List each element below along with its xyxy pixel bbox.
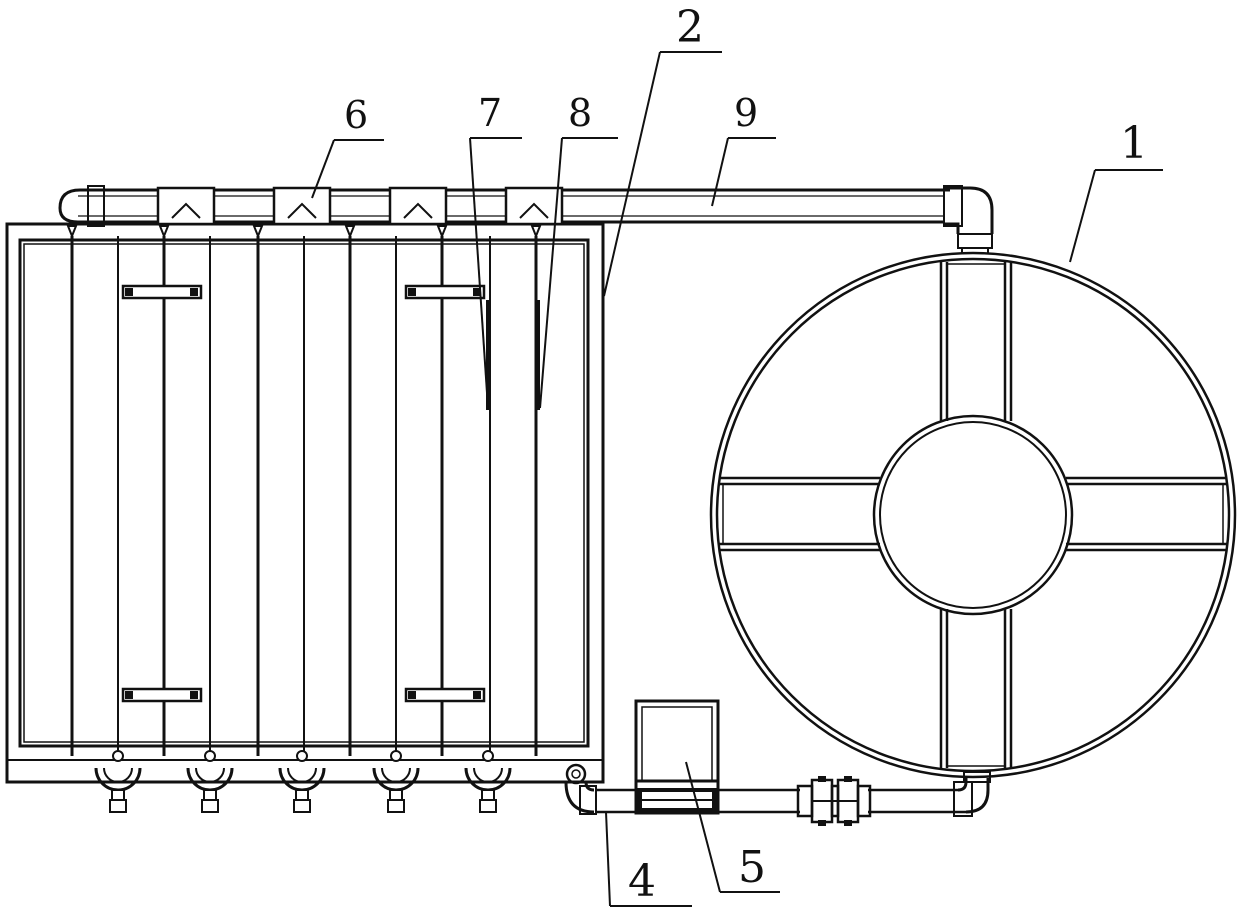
drip-connector [530, 225, 542, 239]
nozzle-ring-inner [103, 767, 133, 783]
nozzle-ring [464, 767, 512, 792]
nozzle-ring-inner [381, 767, 411, 783]
nozzle-stem [389, 789, 403, 801]
nozzle-tip [109, 799, 127, 813]
valve [796, 776, 872, 826]
nozzle-ring-inner [195, 767, 225, 783]
nozzle-joint [390, 750, 402, 762]
label-2: 2 [676, 2, 704, 53]
nozzle-stem [111, 789, 125, 801]
chevron-icon [287, 202, 317, 219]
nozzle-stem [203, 789, 217, 801]
pipe-fitting [388, 186, 448, 226]
nozzle-ring [186, 767, 234, 792]
circular-tank [709, 251, 1237, 779]
leader-lines [311, 51, 1163, 907]
top-brackets [121, 284, 486, 300]
vertical-rods [70, 236, 540, 756]
label-8: 8 [568, 91, 592, 135]
pump [634, 699, 720, 815]
label-4: 4 [628, 856, 656, 907]
nozzle-ring [278, 767, 326, 792]
nozzle-ring-inner [287, 767, 317, 783]
pipe-fitting [272, 186, 332, 226]
nozzle-ring [372, 767, 420, 792]
label-1: 1 [1120, 118, 1148, 169]
label-6: 6 [344, 93, 368, 137]
nozzle-tip [479, 799, 497, 813]
nozzle-joint [296, 750, 308, 762]
nozzle-joint [482, 750, 494, 762]
bottom-brackets [121, 687, 486, 703]
pipe-fitting [504, 186, 564, 226]
drip-connector [436, 225, 448, 239]
chevron-icon [519, 202, 549, 219]
nozzle-tip [201, 799, 219, 813]
drip-connector [158, 225, 170, 239]
nozzle-tip [387, 799, 405, 813]
spray-fittings [66, 186, 564, 239]
nozzle-stem [295, 789, 309, 801]
nozzle-ring [94, 767, 142, 792]
nozzle-tip [293, 799, 311, 813]
label-9: 9 [734, 91, 758, 135]
nozzle-ring-inner [473, 767, 503, 783]
pipe-fitting [156, 186, 216, 226]
label-7: 7 [478, 91, 502, 135]
nozzle-stem [481, 789, 495, 801]
drain-nozzles [94, 750, 512, 813]
drip-connector [66, 225, 78, 239]
nozzle-joint [112, 750, 124, 762]
drip-connector [252, 225, 264, 239]
nozzle-joint [204, 750, 216, 762]
label-5: 5 [738, 842, 766, 893]
chevron-icon [403, 202, 433, 219]
top-pipe [58, 185, 994, 254]
drip-connector [344, 225, 356, 239]
chevron-icon [171, 202, 201, 219]
